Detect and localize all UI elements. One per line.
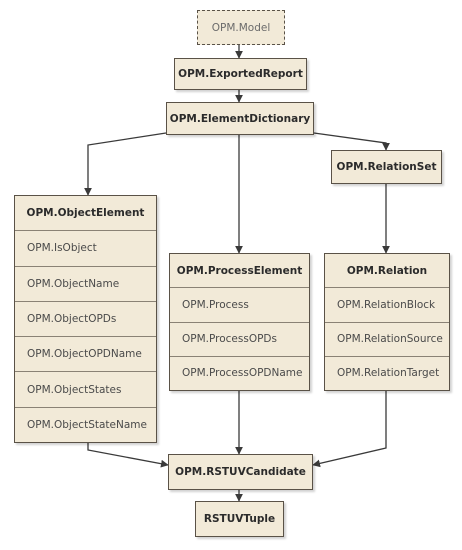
relation-set-node: OPM.RelationSet <box>331 150 442 184</box>
model-node: OPM.Model <box>197 10 285 45</box>
process-element-title: OPM.ProcessElement <box>176 264 303 277</box>
rstuv-candidate-node: OPM.RSTUVCandidate <box>168 454 313 490</box>
object-element-field: OPM.ObjectName <box>15 265 156 301</box>
object-element-table: OPM.ObjectElement OPM.IsObject OPM.Objec… <box>14 195 157 443</box>
rstuv-tuple-node: RSTUVTuple <box>195 501 284 537</box>
relation-title: OPM.Relation <box>346 264 428 277</box>
element-dictionary-node: OPM.ElementDictionary <box>166 102 314 135</box>
exported-report-node: OPM.ExportedReport <box>174 58 307 90</box>
connector-object-to-candidate <box>87 443 169 468</box>
relation-field: OPM.RelationTarget <box>325 355 449 390</box>
relation-table: OPM.Relation OPM.RelationBlock OPM.Relat… <box>324 253 450 391</box>
connector-dictionary-to-object <box>84 132 167 196</box>
process-element-table: OPM.ProcessElement OPM.Process OPM.Proce… <box>169 253 310 391</box>
object-element-field: OPM.IsObject <box>15 230 156 265</box>
process-element-field: OPM.Process <box>170 287 309 321</box>
connector-dictionary-to-relationset <box>313 132 390 151</box>
relation-field: OPM.RelationSource <box>325 321 449 356</box>
object-element-field: OPM.ObjectStates <box>15 371 156 406</box>
connector-relation-to-candidate <box>312 391 387 468</box>
relation-field: OPM.RelationBlock <box>325 287 449 321</box>
object-element-field: OPM.ObjectStateName <box>15 406 156 442</box>
process-element-field: OPM.ProcessOPDName <box>170 355 309 390</box>
object-element-title: OPM.ObjectElement <box>26 207 145 220</box>
process-element-field: OPM.ProcessOPDs <box>170 321 309 356</box>
object-element-field: OPM.ObjectOPDs <box>15 300 156 336</box>
object-element-field: OPM.ObjectOPDName <box>15 336 156 371</box>
